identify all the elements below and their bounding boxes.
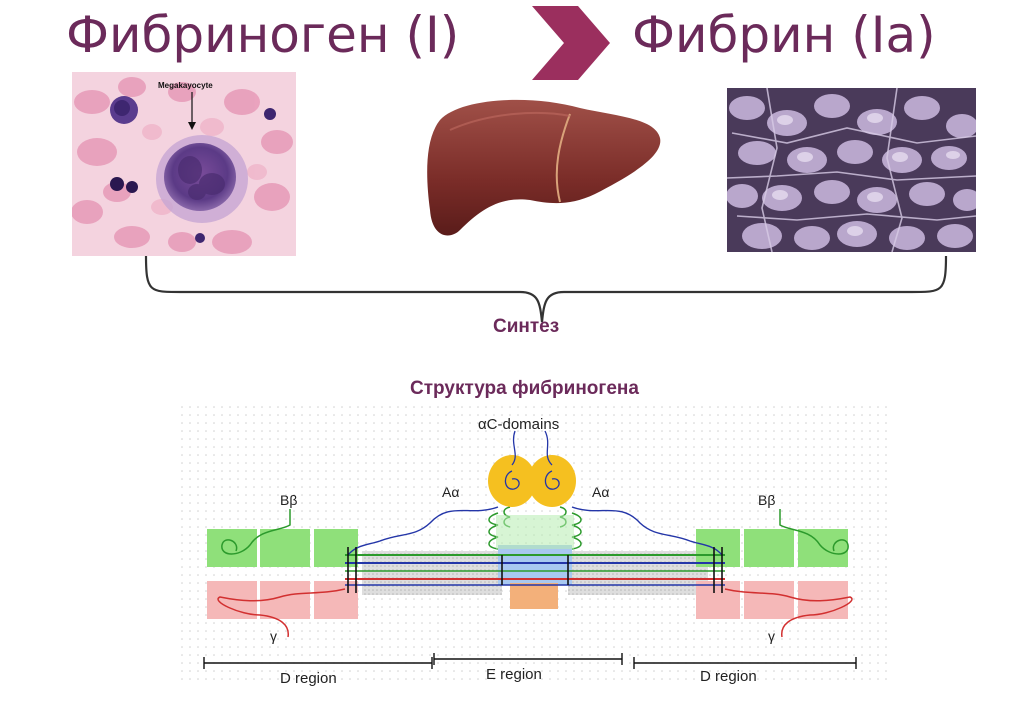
green-box [207,529,257,567]
synthesis-label: Синтез [493,316,560,337]
green-box [314,529,358,567]
alpha-c-domain [488,455,536,507]
alpha-c-domains-label: αC-domains [478,416,559,433]
chevron-right-icon [532,6,610,80]
green-box [260,529,310,567]
liver-image [420,90,666,242]
d-region-left-label: D region [280,670,337,687]
a-alpha-right-label: Aα [592,484,609,500]
b-beta-right-label: Bβ [758,492,775,508]
gamma-right-label: γ [768,628,775,644]
pink-box [314,581,358,619]
a-alpha-left-label: Aα [442,484,459,500]
megakaryocyte-label: Megakayocyte [158,81,213,90]
fibrin-title: Фибрин (Ia) [632,6,936,64]
green-box [744,529,794,567]
synthesis-brace [144,255,948,323]
fibrinogen-title: Фибриноген (I) [66,6,460,64]
b-beta-left-label: Bβ [280,492,297,508]
green-box [696,529,740,567]
gamma-left-label: γ [270,628,277,644]
pink-box [696,581,740,619]
megakaryocyte-image: Megakayocyte [72,72,296,256]
pink-box [744,581,794,619]
fibrin-image [727,88,976,252]
e-region-label: E region [486,666,542,683]
structure-title: Структура фибриногена [410,378,639,399]
d-region-right-label: D region [700,668,757,685]
e-region-knob [510,583,558,609]
fibrinogen-structure-diagram: αC-domains Aα Aα Bβ Bβ γ γ D region E re… [180,405,890,687]
alpha-c-domain [528,455,576,507]
